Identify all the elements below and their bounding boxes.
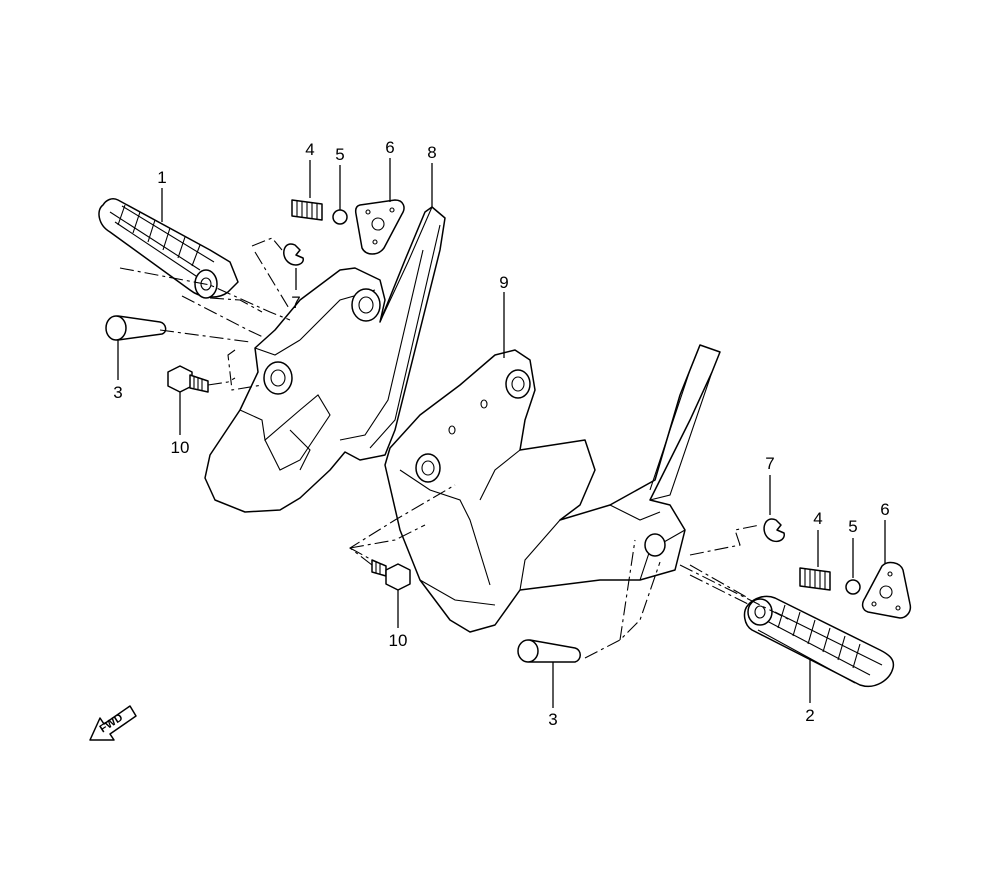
forward-arrow-icon: FWD bbox=[89, 705, 137, 741]
callout-10-right: 10 bbox=[389, 631, 408, 650]
callout-4-right: 4 bbox=[813, 509, 822, 528]
footpeg-left bbox=[98, 198, 239, 299]
callout-1: 1 bbox=[157, 168, 166, 187]
bolt-left bbox=[167, 365, 209, 393]
callout-8: 8 bbox=[427, 143, 436, 162]
callout-7-left: 7 bbox=[291, 293, 300, 312]
callout-5-left: 5 bbox=[335, 145, 344, 164]
callout-4-left: 4 bbox=[305, 140, 314, 159]
e-clip-left bbox=[283, 243, 304, 266]
steel-ball-left bbox=[332, 209, 348, 225]
spring-right bbox=[799, 567, 831, 591]
steel-ball-right bbox=[845, 579, 861, 595]
callout-3-left: 3 bbox=[113, 383, 122, 402]
callout-numbers: 1 2 3 3 4 4 5 5 6 6 7 7 8 9 10 10 bbox=[113, 138, 889, 729]
callout-6-left: 6 bbox=[385, 138, 394, 157]
callout-9: 9 bbox=[499, 273, 508, 292]
leader-lines bbox=[117, 158, 886, 708]
callout-6-right: 6 bbox=[880, 500, 889, 519]
footpeg-right bbox=[743, 595, 895, 687]
bolt-right bbox=[371, 559, 411, 591]
footrest-bracket-right bbox=[384, 344, 721, 633]
detent-plate-right bbox=[861, 561, 912, 619]
e-clip-right bbox=[763, 518, 785, 543]
callout-2: 2 bbox=[805, 706, 814, 725]
spring-left bbox=[291, 199, 323, 221]
callout-3-right: 3 bbox=[548, 710, 557, 729]
callout-10-left: 10 bbox=[171, 438, 190, 457]
pin-right bbox=[517, 639, 581, 663]
footrest-bracket-left bbox=[204, 206, 446, 513]
detent-plate-left bbox=[354, 199, 405, 255]
assembly-lines bbox=[119, 237, 791, 659]
callout-5-right: 5 bbox=[848, 517, 857, 536]
pin-left bbox=[105, 315, 167, 341]
callout-7-right: 7 bbox=[765, 454, 774, 473]
